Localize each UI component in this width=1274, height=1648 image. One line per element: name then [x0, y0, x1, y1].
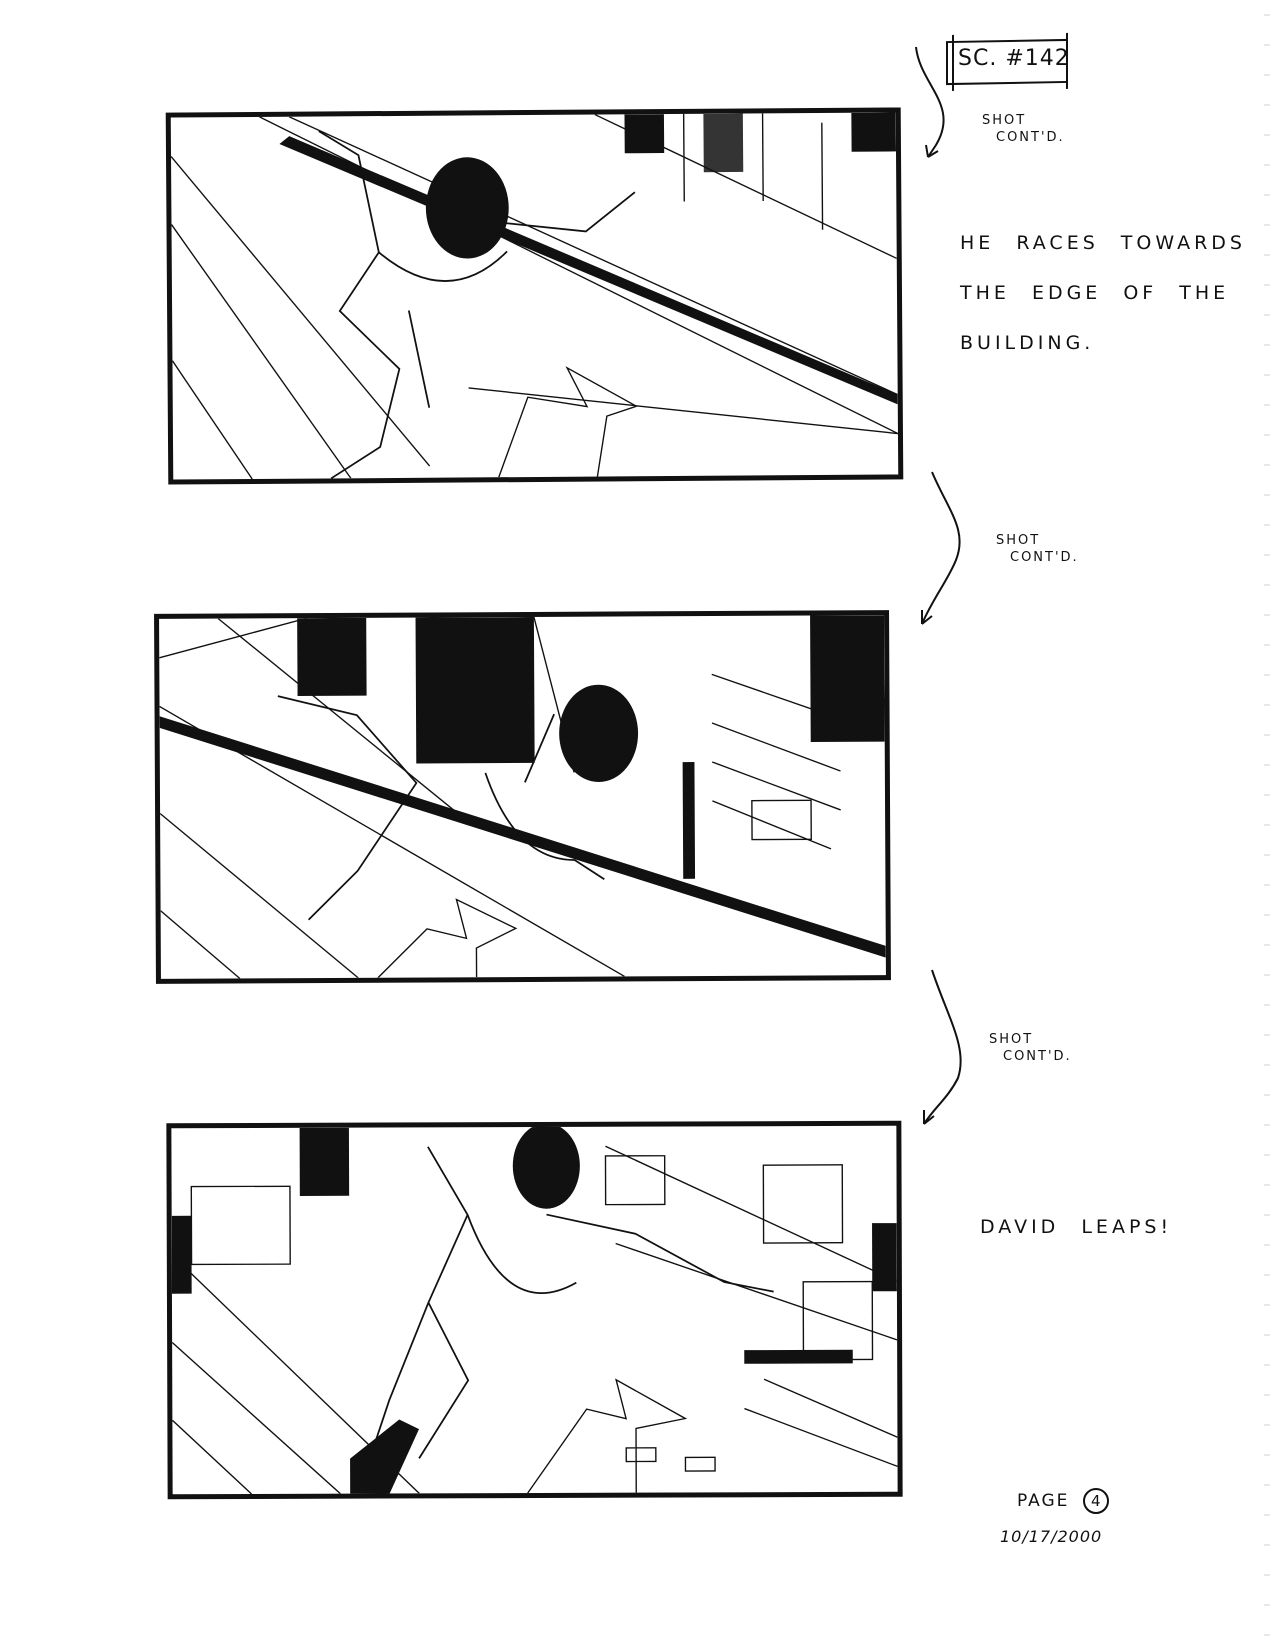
page-number: PAGE 4	[1017, 1488, 1109, 1514]
curved-arrow-icon	[915, 46, 945, 158]
panel-1-description: HE RACES TOWARDS THE EDGE OF THE BUILDIN…	[960, 218, 1246, 368]
note-contd: CONT'D.	[1003, 1049, 1072, 1064]
storyboard-panel-3	[166, 1120, 903, 1500]
scan-artifact-dots	[1264, 0, 1270, 1648]
panel-3-sketch	[171, 1125, 898, 1495]
note-shot: SHOT	[996, 533, 1041, 548]
description-line: BUILDING.	[960, 332, 1095, 354]
curved-arrow-icon	[923, 969, 962, 1125]
panel-3-description: DAVID LEAPS!	[980, 1207, 1172, 1247]
scene-label: SC. #142	[958, 46, 1070, 71]
note-shot: SHOT	[982, 113, 1027, 128]
transition-note-3: SHOT CONT'D.	[989, 1031, 1072, 1065]
shot-continued-arrow-1	[900, 45, 960, 169]
description-line: HE RACES TOWARDS	[960, 232, 1246, 254]
page-number-circle: 4	[1082, 1488, 1109, 1514]
storyboard-panel-1	[165, 107, 904, 485]
note-shot: SHOT	[989, 1032, 1034, 1047]
panel-1-sketch	[170, 112, 899, 480]
description-line: THE EDGE OF THE	[960, 282, 1230, 304]
note-contd: CONT'D.	[1010, 550, 1079, 565]
shot-continued-arrow-3	[918, 968, 978, 1132]
transition-note-2: SHOT CONT'D.	[996, 532, 1079, 566]
shot-continued-arrow-2	[918, 470, 978, 634]
description-line: DAVID LEAPS!	[980, 1216, 1173, 1238]
curved-arrow-icon	[921, 471, 961, 625]
page-date: 10/17/2000	[1000, 1527, 1103, 1546]
panel-2-sketch	[159, 615, 886, 979]
storyboard-panel-2	[154, 610, 891, 984]
note-contd: CONT'D.	[996, 130, 1065, 145]
page-label: PAGE	[1017, 1491, 1070, 1511]
transition-note-1: SHOT CONT'D.	[982, 112, 1065, 146]
